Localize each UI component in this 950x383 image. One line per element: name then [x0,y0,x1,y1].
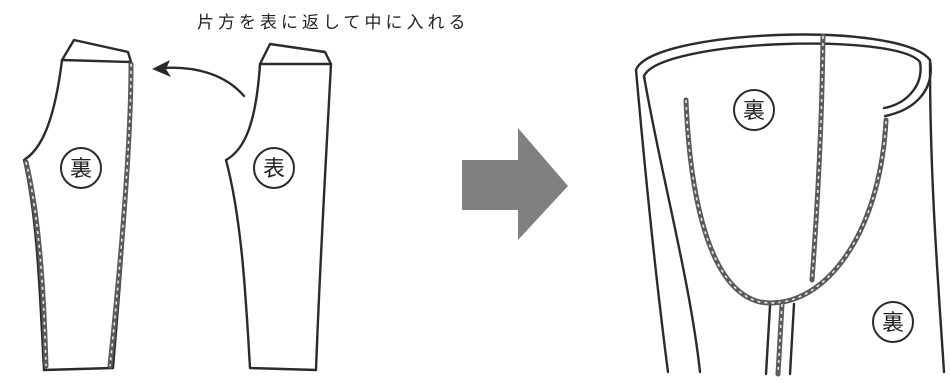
inner-wrong-side-badge [733,89,775,131]
nested-pant-pieces: 裏 裏 [634,33,946,377]
right-pant-piece: 表 [224,42,333,372]
outer-label: 裏 [882,311,904,336]
curved-arrow-icon [152,60,246,98]
left-piece-label: 裏 [70,157,92,182]
outer-wrong-side-badge [872,301,914,343]
right-piece-label: 表 [263,157,285,182]
right-side-badge [253,147,295,189]
wrong-side-badge [60,147,102,189]
big-arrow-icon [462,128,568,240]
inner-label: 裏 [743,99,765,124]
instruction-caption: 片方を表に返して中に入れる [197,13,470,33]
left-pant-piece: 裏 [22,38,134,372]
